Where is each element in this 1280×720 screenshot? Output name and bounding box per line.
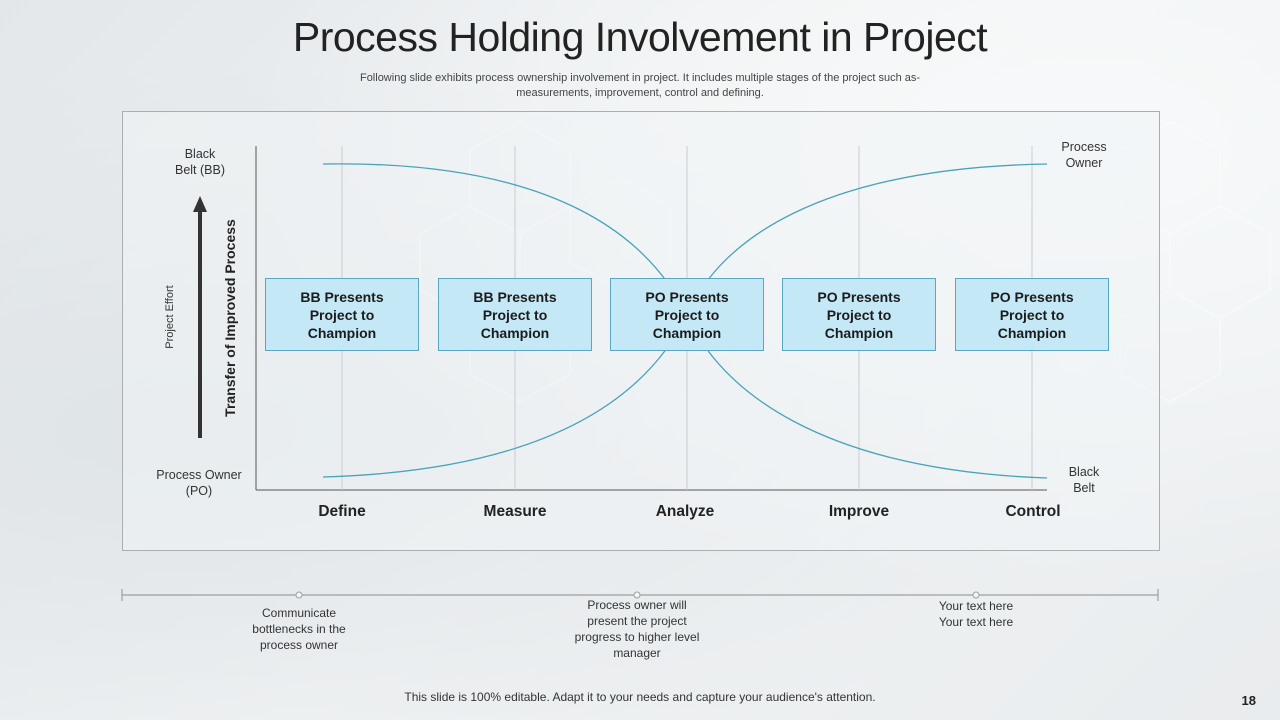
right-bottom-label: Black Belt	[1046, 464, 1122, 496]
timeline-note-1: Communicate bottlenecks in the process o…	[224, 605, 374, 653]
timeline-note-2-line-4: manager	[613, 646, 661, 660]
timeline-note-3-line-2: Your text here	[938, 615, 1014, 629]
stage-box-control: PO Presents Project to Champion	[955, 278, 1109, 351]
left-bottom-label: Process Owner (PO)	[143, 467, 255, 499]
timeline-note-3-line-1: Your text here	[938, 599, 1014, 613]
slide-subtitle: Following slide exhibits process ownersh…	[320, 71, 960, 101]
timeline-marker-3	[972, 591, 980, 599]
right-top-label: Process Owner	[1046, 139, 1122, 171]
subtitle-line-1: Following slide exhibits process ownersh…	[359, 72, 921, 84]
stage-label-measure: Measure	[483, 503, 547, 520]
left-top-label-line-2: Belt (BB)	[174, 163, 225, 177]
timeline-note-1-line-3: process owner	[259, 638, 339, 652]
timeline-note-2-line-1: Process owner will	[587, 598, 687, 612]
right-top-label-line-2: Owner	[1065, 156, 1103, 170]
stage-label-define: Define	[318, 503, 366, 520]
timeline-note-1-line-1: Communicate	[261, 606, 337, 620]
page-number: 18	[1241, 693, 1256, 708]
stage-label-analyze: Analyze	[655, 503, 715, 520]
transfer-arrow-head	[193, 196, 207, 212]
timeline-note-2: Process owner will present the project p…	[562, 597, 712, 661]
timeline-note-3: Your text here Your text here	[901, 598, 1051, 630]
right-bottom-label-line-2: Belt	[1073, 481, 1095, 495]
timeline-marker-2	[633, 591, 641, 599]
left-top-label: Black Belt (BB)	[150, 146, 250, 178]
stage-box-define: BB Presents Project to Champion	[265, 278, 419, 351]
stage-box-measure: BB Presents Project to Champion	[438, 278, 592, 351]
transfer-of-improved-process-label: Transfer of Improved Process	[222, 219, 238, 417]
left-top-label-line-1: Black	[184, 147, 216, 161]
slide-title: Process Holding Involvement in Project	[292, 14, 988, 60]
timeline-note-2-line-2: present the project	[587, 614, 687, 628]
slide-footer: This slide is 100% editable. Adapt it to…	[404, 690, 876, 704]
stage-box-analyze: PO Presents Project to Champion	[610, 278, 764, 351]
stage-box-improve: PO Presents Project to Champion	[782, 278, 936, 351]
left-bottom-label-line-2: (PO)	[185, 484, 213, 498]
right-top-label-line-1: Process	[1061, 140, 1107, 154]
left-bottom-label-line-1: Process Owner	[156, 468, 242, 482]
timeline-note-2-line-3: progress to higher level	[574, 630, 700, 644]
project-effort-label: Project Effort	[164, 285, 176, 349]
stage-label-improve: Improve	[828, 503, 890, 520]
timeline-note-1-line-2: bottlenecks in the	[252, 622, 346, 636]
timeline-marker-1	[295, 591, 303, 599]
stage-label-control: Control	[1005, 503, 1061, 520]
right-bottom-label-line-1: Black	[1068, 465, 1100, 479]
subtitle-line-2: measurements, improvement, control and d…	[516, 87, 764, 99]
